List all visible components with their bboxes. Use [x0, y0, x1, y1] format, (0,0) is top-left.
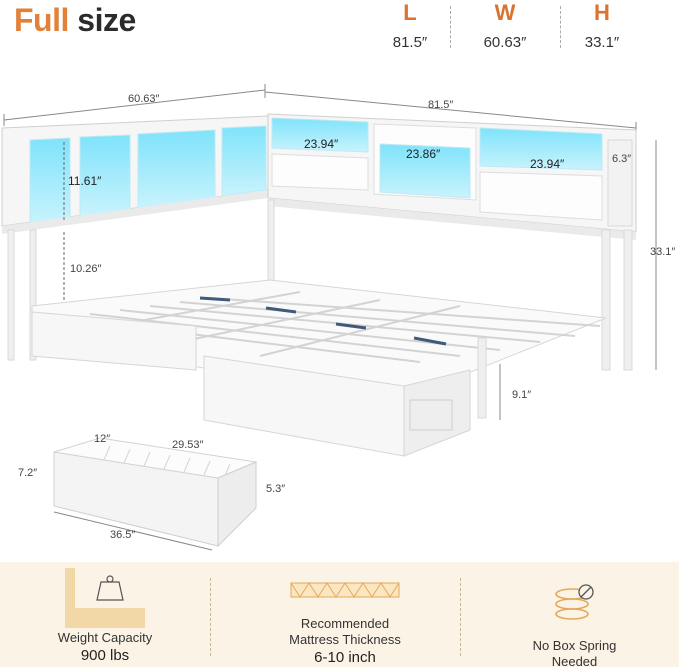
dimension-value: 81.5″	[392, 34, 428, 51]
dimension-height: H 33.1″	[552, 0, 652, 54]
title-rest: size	[77, 2, 136, 38]
drawer-length-line	[53, 511, 213, 551]
divider	[450, 6, 451, 48]
dimension-letter: H	[594, 0, 610, 25]
feature-text: Recommended Mattress Thickness 6-10 inch	[230, 616, 460, 666]
drawer-height-label: 7.2″	[18, 467, 37, 479]
drawer-inner-height-label: 5.3″	[266, 483, 285, 495]
divider	[560, 6, 561, 48]
shelf-a-label: 23.94″	[304, 137, 339, 151]
total-height-label: 33.1″	[650, 246, 675, 258]
drawer-depth-label: 12″	[94, 433, 110, 445]
feature-value: 900 lbs	[80, 647, 130, 664]
dimension-value: 33.1″	[584, 34, 620, 51]
shelf-c-label: 23.94″	[530, 157, 565, 171]
mattress-icon	[290, 582, 400, 598]
center-support	[199, 296, 447, 346]
bed-drawers	[31, 311, 487, 457]
leg-clearance-label: 9.1″	[512, 389, 531, 401]
feature-text: No Box Spring Needed	[470, 638, 679, 667]
feature-no-box-spring: No Box Spring Needed	[470, 562, 679, 667]
dimension-value: 60.63″	[483, 34, 527, 51]
feature-label-line2: Needed	[551, 654, 598, 667]
under-clearance-label: 10.26″	[70, 263, 102, 275]
left-bookcase	[1, 115, 269, 361]
features-panel: Weight Capacity 900 lbs Recommended Matt…	[0, 562, 679, 667]
dimension-length: L 81.5″	[360, 0, 460, 54]
bed-illustration: 60.63″ 81.5″ 11.61″ 10.26″	[1, 84, 675, 551]
drawer-length-label: 36.5″	[110, 529, 135, 541]
width-top-label: 60.63″	[128, 93, 160, 105]
feature-label-line2: Mattress Thickness	[289, 632, 401, 647]
weight-icon	[65, 568, 145, 628]
no-box-spring-icon	[550, 580, 600, 630]
standalone-drawer	[53, 437, 258, 548]
divider	[210, 578, 211, 656]
right-bookcase	[267, 113, 637, 371]
drawer-inner-label: 29.53″	[172, 439, 204, 451]
dimension-letter: L	[403, 0, 417, 25]
feature-value: 6-10 inch	[314, 649, 376, 666]
feature-label-line1: No Box Spring	[532, 638, 617, 653]
shelf-b-label: 23.86″	[406, 147, 441, 161]
feature-text: Weight Capacity 900 lbs	[0, 630, 210, 664]
divider	[460, 578, 461, 656]
shelf-depth-label: 6.3″	[612, 153, 631, 165]
feature-label: Weight Capacity	[57, 630, 153, 645]
dimension-summary: L 81.5″ W 60.63″ H 33.1″	[360, 0, 670, 56]
bed-diagram: 60.63″ 81.5″ 11.61″ 10.26″	[0, 80, 679, 560]
title-accent: Full	[14, 2, 69, 38]
feature-label-line1: Recommended	[300, 616, 390, 631]
feature-mattress-thickness: Recommended Mattress Thickness 6-10 inch	[230, 562, 460, 667]
page-title: Full size	[14, 2, 136, 39]
dimension-width: W 60.63″	[455, 0, 555, 54]
length-top-label: 81.5″	[428, 99, 453, 111]
feature-weight-capacity: Weight Capacity 900 lbs	[0, 562, 210, 667]
dimension-letter: W	[494, 0, 516, 25]
shelf-height-label: 11.61″	[68, 174, 102, 188]
